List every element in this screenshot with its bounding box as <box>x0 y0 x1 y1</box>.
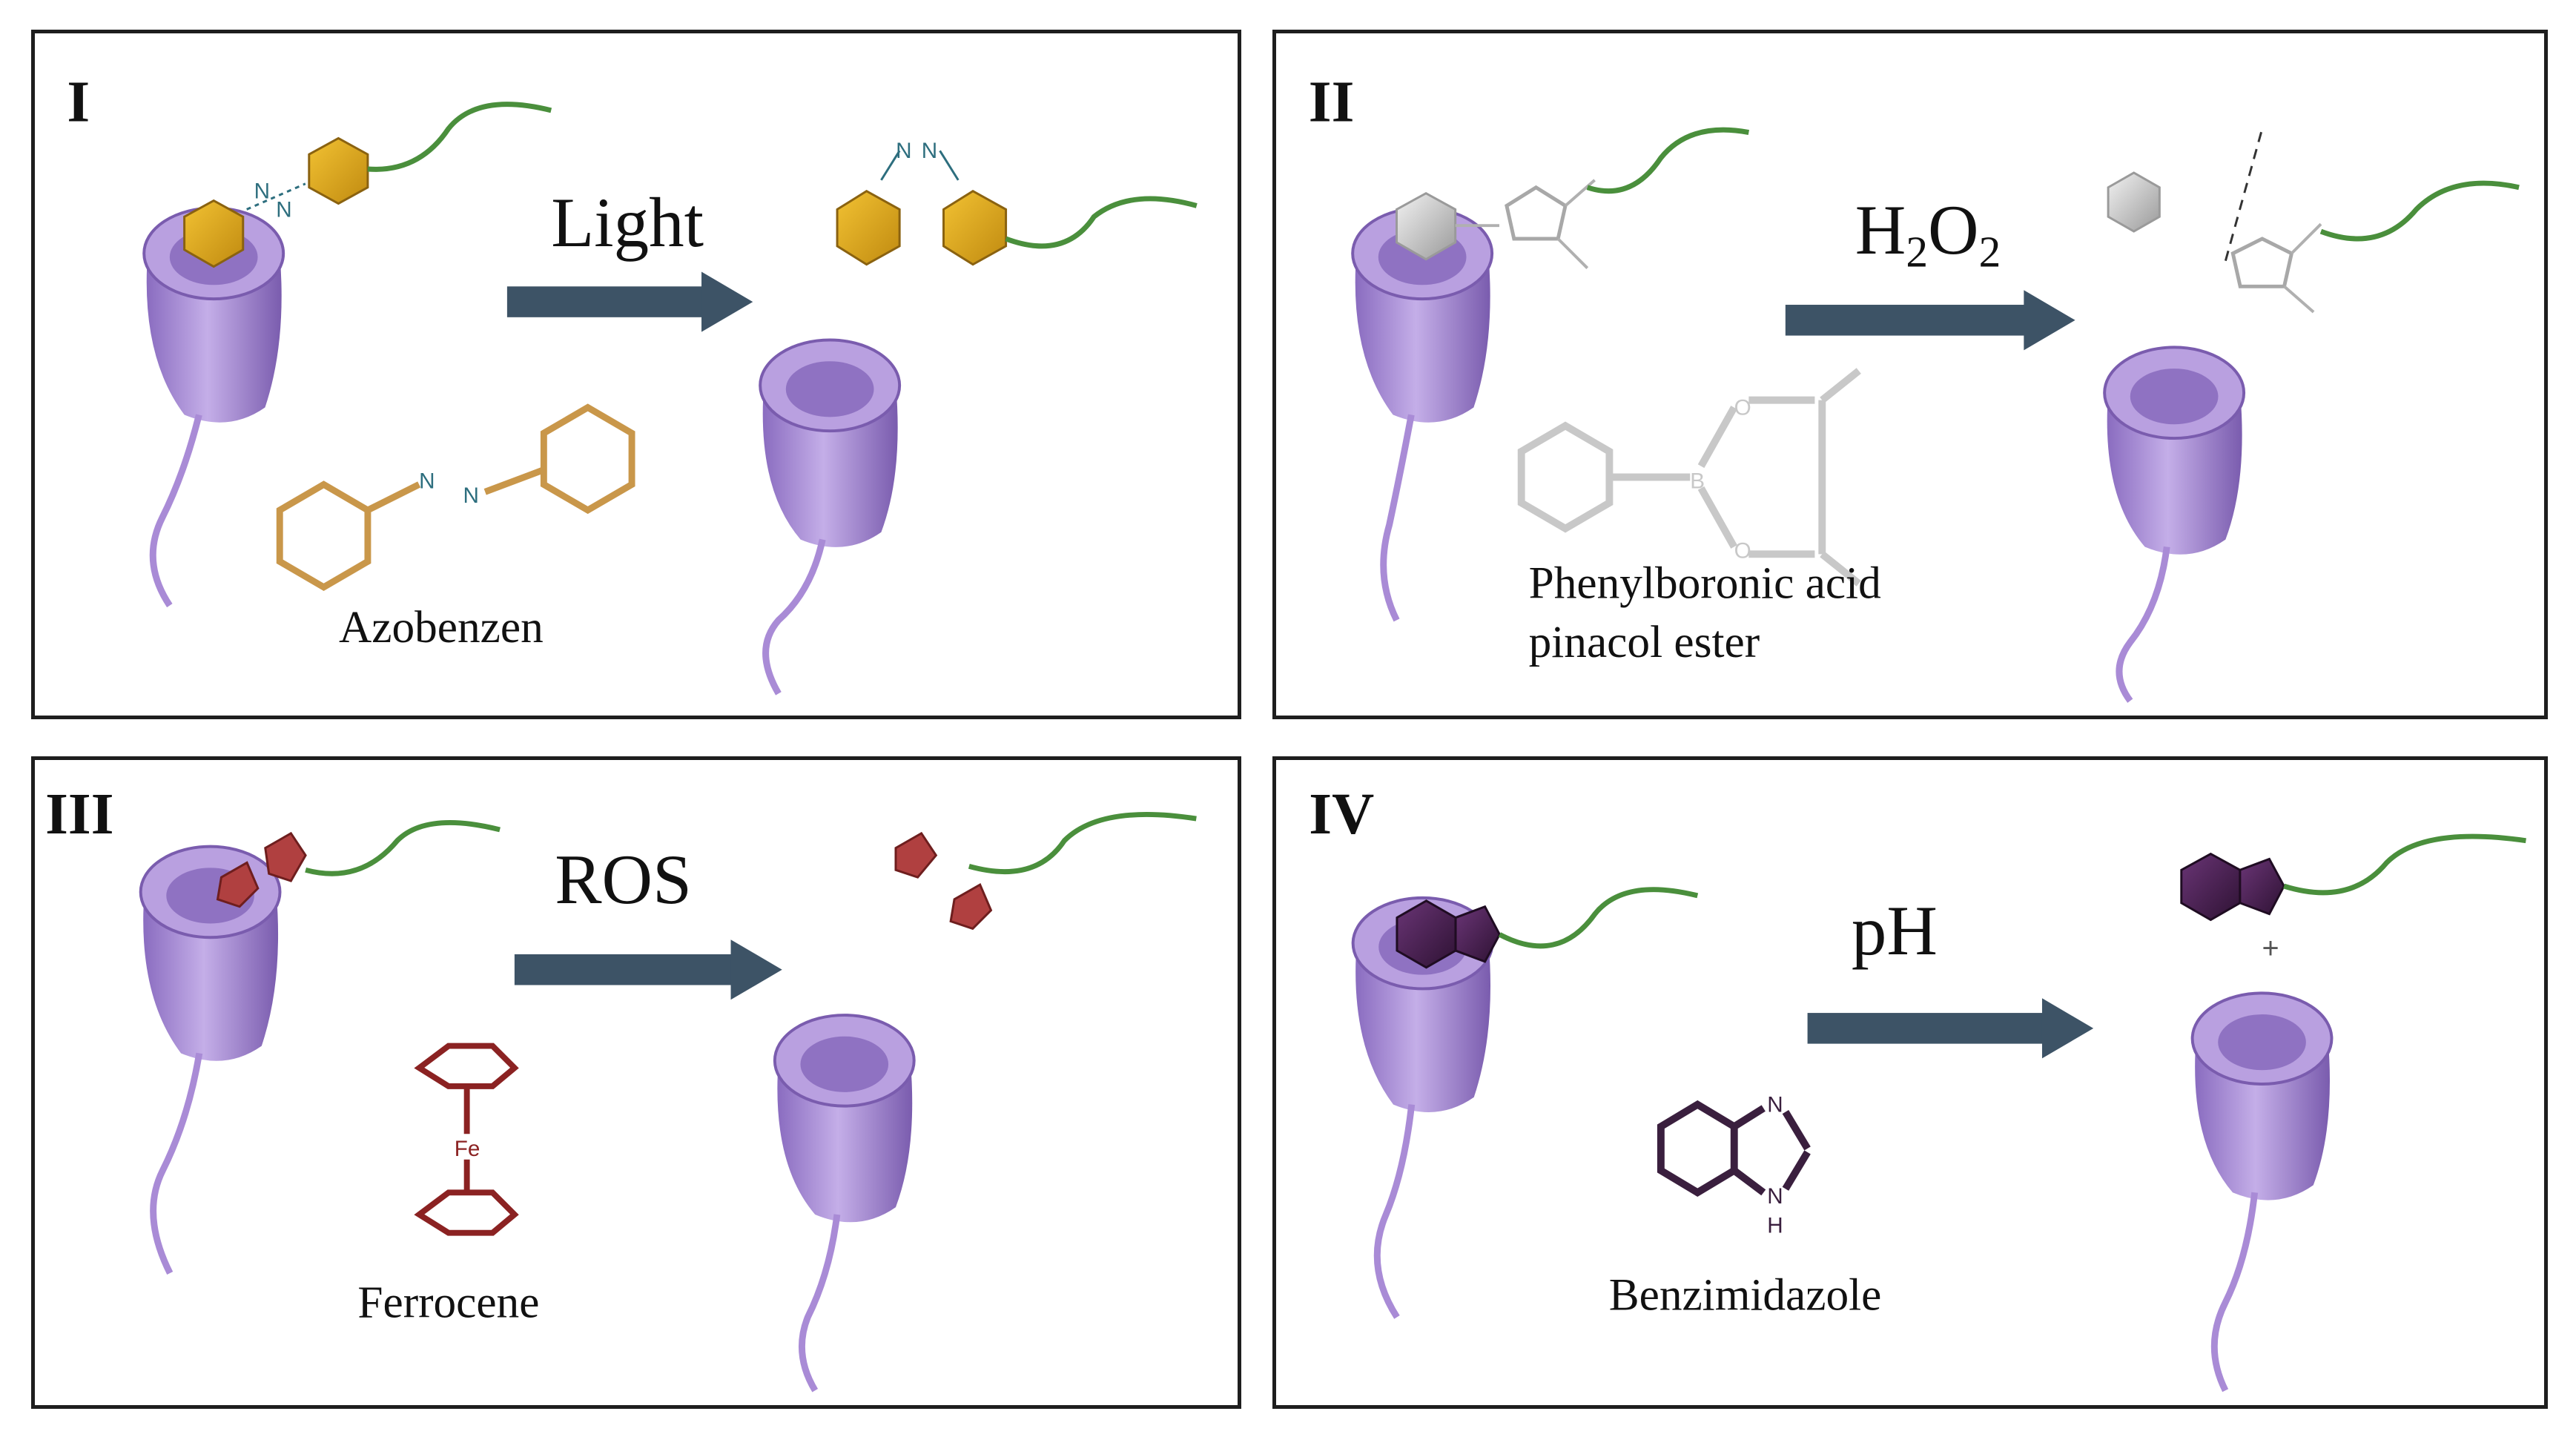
stimulus-label: Light <box>551 183 704 262</box>
n-atom: N <box>419 469 435 493</box>
released-ferrocene <box>894 811 1197 931</box>
reaction-arrow <box>514 939 782 1000</box>
reaction-arrow <box>1807 998 2094 1059</box>
molecule-label: Ferrocene <box>357 1277 539 1327</box>
ferrocene-structure <box>414 1043 519 1236</box>
benzimidazole-guest <box>1396 887 1699 969</box>
polymer-chain <box>1586 127 1750 194</box>
panel-number: II <box>1309 70 1355 135</box>
reaction-arrow <box>506 271 753 332</box>
free-cyclodextrin <box>759 338 902 696</box>
o-atom: O <box>1734 538 1751 563</box>
molecule-label: Benzimidazole <box>1609 1269 1882 1320</box>
polymer-chain <box>2319 180 2520 242</box>
n-atom: N <box>1767 1093 1783 1117</box>
molecule-label-line1: Phenylboronic acid <box>1529 558 1881 609</box>
released-benzimidazole: + <box>2180 833 2526 965</box>
cd-tail <box>762 538 826 696</box>
cd-tail <box>150 1052 203 1275</box>
cd-tail <box>1373 1104 1416 1319</box>
panel-number: I <box>67 70 90 135</box>
polymer-chain <box>1498 887 1699 949</box>
released-fragments <box>2107 128 2520 314</box>
n-atom: N <box>463 483 479 508</box>
polymer-chain <box>1005 196 1198 249</box>
cd-tail <box>2210 1192 2259 1393</box>
cleavage-line <box>2224 128 2264 262</box>
panel-ph-art: IV pH + <box>1309 782 2526 1393</box>
polymer-chain <box>305 819 501 876</box>
panel-ph: IV pH + <box>1272 756 2548 1409</box>
polymer-chain <box>367 102 552 172</box>
azobenzene-structure <box>276 403 635 592</box>
n-atom: N <box>922 139 937 163</box>
benzimidazole-structure <box>1657 1100 1811 1198</box>
fe-atom: Fe <box>455 1137 480 1161</box>
stimulus-label: pH <box>1852 891 1938 970</box>
cyclodextrin-host <box>1351 206 1494 622</box>
panel-ros-art: III ROS <box>45 782 1197 1393</box>
polymer-chain <box>2283 833 2526 896</box>
b-atom: B <box>1690 469 1705 493</box>
cd-tail <box>799 1214 841 1393</box>
n-atom: N <box>276 197 291 222</box>
panel-light: I N N Light <box>31 30 1241 719</box>
ferrocene-guest <box>216 819 501 908</box>
boronate-guest <box>1396 127 1750 269</box>
reaction-arrow <box>1785 290 2075 351</box>
stimulus-label: ROS <box>555 840 692 919</box>
polymer-chain <box>968 811 1197 875</box>
free-cyclodextrin <box>773 1014 916 1393</box>
free-cyclodextrin <box>2190 991 2334 1393</box>
panel-h2o2-art: II H2O2 <box>1309 70 2520 703</box>
released-azobenzene: N N <box>836 139 1198 266</box>
n-atom: N <box>1767 1184 1783 1209</box>
cd-tail <box>149 414 202 608</box>
charge-plus: + <box>2262 932 2279 965</box>
cyclodextrin-host <box>139 845 282 1275</box>
molecule-label-line2: pinacol ester <box>1529 617 1760 667</box>
cd-tail <box>1380 414 1415 622</box>
panel-number: III <box>45 782 113 847</box>
panel-number: IV <box>1309 782 1374 847</box>
boronate-structure <box>1517 368 1861 587</box>
panel-light-art: I N N Light <box>67 70 1198 696</box>
n-atom: N <box>896 139 911 163</box>
panel-ros: III ROS <box>31 756 1241 1409</box>
o-atom: O <box>1734 395 1751 420</box>
free-cyclodextrin <box>2103 346 2246 703</box>
cd-tail <box>2116 546 2170 703</box>
stimulus-label: H2O2 <box>1855 191 2001 277</box>
n-atom: N <box>254 179 270 204</box>
h-atom: H <box>1767 1214 1783 1238</box>
azobenzene-guest: N N <box>183 102 552 268</box>
panel-h2o2: II H2O2 <box>1272 30 2548 719</box>
molecule-label: Azobenzen <box>339 602 544 653</box>
